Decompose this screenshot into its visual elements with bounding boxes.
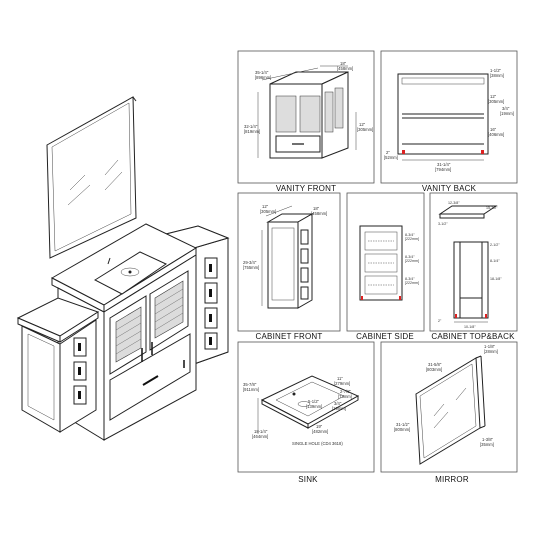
vf-drawer: 12": [359, 122, 366, 127]
vf-width: 35-1/4": [255, 70, 269, 75]
cs-b-mm: [222mm]: [405, 259, 419, 263]
cabinet-top-back-caption: CABINET TOP&BACK: [431, 332, 515, 341]
cf-w: 12": [262, 204, 269, 209]
vb-a-mm: [305mm]: [488, 99, 504, 104]
vb-b-mm: [19mm]: [500, 111, 514, 116]
vb-top-mm: [38mm]: [490, 73, 504, 78]
sink-depth-mm: [139mm]: [306, 404, 322, 409]
vb-foot: 2": [386, 150, 390, 155]
cf-h: 29-3/4": [243, 260, 257, 265]
panel-vanity-front: 35-1/4" [896mm] 18" [458mm] 32-1/4" [819…: [237, 50, 375, 193]
sink-depth: 5-1/2": [308, 399, 320, 404]
sink-width: 11": [337, 376, 343, 381]
sink-length-mm: [911mm]: [243, 387, 259, 392]
mirror-width: 31-5/8": [428, 362, 442, 367]
panel-vanity-back: 1-1/2" [38mm] 12" [305mm] 3/4" [19mm] 16…: [380, 50, 518, 193]
cabinet-side-caption: CABINET SIDE: [356, 332, 414, 341]
vb-c: 16": [490, 127, 497, 132]
mirror-side-mm: [35mm]: [480, 442, 494, 447]
iso-vanity-top: [50, 223, 198, 313]
panel-cabinet-top-back: 12-3/8" 15-1/2" 3-1/2" 18-1/8" 2-1/2" 8-…: [429, 192, 518, 341]
ct-d: 18-1/8": [490, 277, 502, 281]
panel-cabinet-side: 8-3/4" [222mm] 8-3/4" [222mm] 8-3/4" [22…: [346, 192, 425, 341]
cs-b: 8-3/4": [405, 255, 415, 259]
ct-c: 3-1/2": [438, 222, 448, 226]
mirror-width-mm: [803mm]: [426, 367, 442, 372]
isometric-vanity-set: [16, 96, 230, 441]
mirror-top: 1-1/8": [484, 344, 496, 349]
sink-lip-mm: [19mm]: [332, 406, 346, 411]
sink-inner-mm: [482mm]: [312, 429, 328, 434]
vf-depth: 18": [340, 61, 347, 66]
ct-b: 15-1/2": [486, 206, 498, 210]
vb-bottom: 31-1/4": [437, 162, 451, 167]
panel-mirror: 1-1/8" [28mm] 31-5/8" [803mm] 31-1/2" [8…: [380, 341, 518, 484]
vb-b: 3/4": [502, 106, 510, 111]
cf-w-mm: [305mm]: [260, 209, 276, 214]
mirror-height-mm: [800mm]: [394, 427, 410, 432]
vf-width-mm: [896mm]: [255, 75, 271, 80]
ct-e: 2-1/2": [490, 243, 500, 247]
sink-hole-note: SINGLE HOLE (CD4 3618): [292, 441, 343, 446]
cf-d-mm: [458mm]: [311, 211, 327, 216]
sink-length: 35-7/8": [243, 382, 257, 387]
mirror-height: 31-1/2": [396, 422, 410, 427]
mirror-top-mm: [28mm]: [484, 349, 498, 354]
sink-lip: 3/4": [334, 401, 342, 406]
sink-bowl-mm: [73mm]: [338, 394, 352, 399]
sink-width-mm: [279mm]: [334, 381, 350, 386]
cf-h-mm: [755mm]: [243, 265, 259, 270]
sink-inner: 19": [316, 424, 323, 429]
ct-g: 2": [438, 319, 442, 323]
vb-c-mm: [406mm]: [488, 132, 504, 137]
iso-left-cabinet: [16, 297, 100, 433]
vb-bottom-mm: [794mm]: [435, 167, 451, 172]
cf-d: 18": [313, 206, 320, 211]
cs-a: 8-3/4": [405, 233, 415, 237]
cabinet-front-caption: CABINET FRONT: [256, 332, 323, 341]
mirror-side: 1-3/8": [482, 437, 494, 442]
vanity-front-caption: VANITY FRONT: [276, 184, 336, 193]
sink-bowl: 2-7/8": [340, 389, 352, 394]
panel-cabinet-front: 12" [305mm] 18" [458mm] 29-3/4" [755mm] …: [237, 192, 341, 341]
vb-a: 12": [490, 94, 497, 99]
cs-c-mm: [222mm]: [405, 281, 419, 285]
vf-height-mm: [819mm]: [244, 129, 260, 134]
vf-height: 32-1/4": [244, 124, 258, 129]
ct-h: 10-1/8": [464, 325, 476, 329]
vb-top: 1-1/2": [490, 68, 502, 73]
vf-drawer-mm: [305mm]: [357, 127, 373, 132]
vb-foot-mm: [52mm]: [384, 155, 398, 160]
sink-front-mm: [464mm]: [252, 434, 268, 439]
vf-depth-mm: [458mm]: [337, 66, 353, 71]
sink-front: 18-1/4": [254, 429, 268, 434]
vanity-back-caption: VANITY BACK: [422, 184, 477, 193]
cs-a-mm: [222mm]: [405, 237, 419, 241]
cs-c: 8-3/4": [405, 277, 415, 281]
panel-sink: 35-7/8" [911mm] 11" [279mm] 2-7/8" [73mm…: [237, 341, 375, 484]
ct-f: 8-1/4": [490, 259, 500, 263]
ct-a: 12-3/8": [448, 201, 460, 205]
sink-caption: SINK: [298, 475, 318, 484]
iso-mirror: [46, 96, 137, 259]
mirror-caption: MIRROR: [435, 475, 469, 484]
